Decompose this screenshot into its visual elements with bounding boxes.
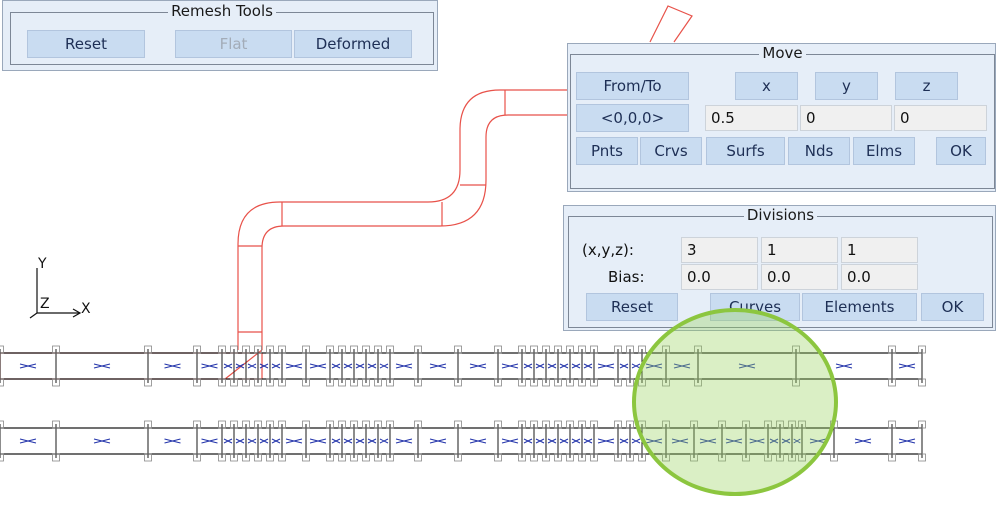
deformed-button[interactable]: Deformed [294, 30, 412, 58]
move-x-field[interactable]: 0.5 [705, 105, 798, 131]
remesh-tools-panel: Remesh Tools Reset Flat Deformed [2, 0, 438, 71]
pnts-button[interactable]: Pnts [576, 137, 638, 165]
axis-y-label: Y [37, 256, 47, 272]
move-group: Move [570, 44, 995, 189]
remesh-tools-group: Remesh Tools [10, 2, 434, 65]
nds-button[interactable]: Nds [788, 137, 850, 165]
from-to-button[interactable]: From/To [576, 72, 689, 100]
axis-triad [29, 268, 82, 319]
move-title: Move [759, 44, 806, 62]
axis-x-label: X [81, 301, 91, 317]
bias-x-field[interactable]: 0.0 [681, 264, 758, 290]
crvs-button[interactable]: Crvs [640, 137, 702, 165]
flat-button[interactable]: Flat [175, 30, 292, 58]
bias-y-field[interactable]: 0.0 [761, 264, 838, 290]
divisions-ok-button[interactable]: OK [921, 293, 984, 321]
divisions-title: Divisions [743, 206, 818, 224]
cursor-highlight [632, 308, 838, 496]
move-panel: Move From/To x y z <0,0,0> 0.5 0 0 Pnts … [567, 43, 996, 192]
origin-button[interactable]: <0,0,0> [576, 104, 689, 132]
z-divisions-field[interactable]: 1 [841, 237, 918, 263]
move-x-button[interactable]: x [735, 72, 798, 100]
bias-label: Bias: [608, 268, 645, 286]
move-ok-button[interactable]: OK [936, 137, 986, 165]
xyz-label: (x,y,z): [582, 241, 634, 259]
surfs-button[interactable]: Surfs [706, 137, 785, 165]
bias-z-field[interactable]: 0.0 [841, 264, 918, 290]
y-divisions-field[interactable]: 1 [761, 237, 838, 263]
move-y-field[interactable]: 0 [800, 105, 892, 131]
move-y-button[interactable]: y [815, 72, 878, 100]
remesh-tools-title: Remesh Tools [168, 2, 276, 20]
divisions-panel: Divisions (x,y,z): Bias: 3 1 1 0.0 0.0 0… [563, 205, 996, 331]
divisions-reset-button[interactable]: Reset [586, 293, 678, 321]
elements-button[interactable]: Elements [802, 293, 917, 321]
axis-z-label: Z [40, 296, 50, 312]
elms-button[interactable]: Elms [853, 137, 915, 165]
move-z-field[interactable]: 0 [894, 105, 987, 131]
x-divisions-field[interactable]: 3 [681, 237, 758, 263]
remesh-reset-button[interactable]: Reset [27, 30, 145, 58]
move-z-button[interactable]: z [895, 72, 958, 100]
